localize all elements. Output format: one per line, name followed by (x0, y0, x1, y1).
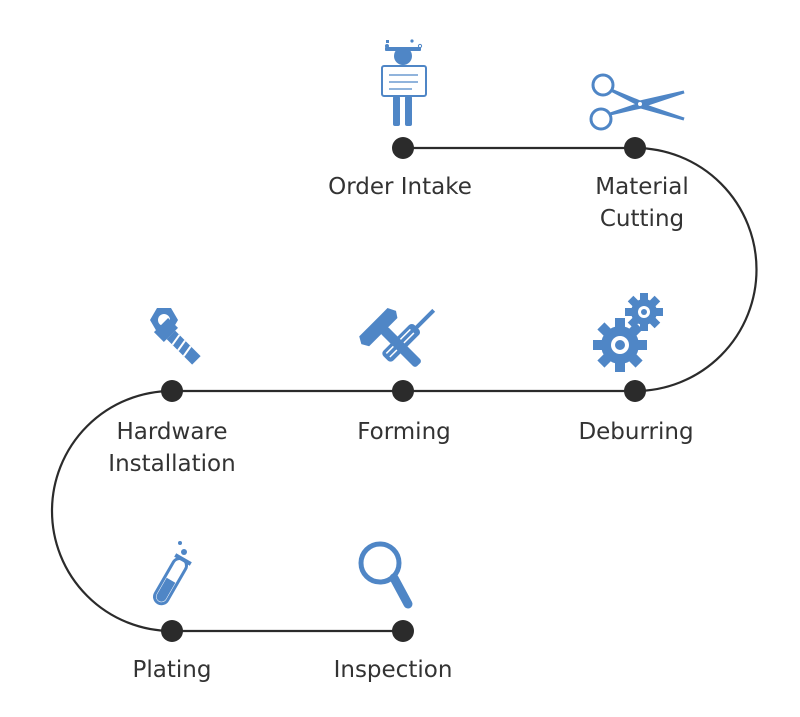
label-hardware-installation-line1: Hardware (116, 419, 227, 445)
node-forming (392, 380, 414, 402)
test-tube-icon (153, 541, 192, 606)
label-order-intake: Order Intake (328, 174, 472, 200)
gears-icon (593, 293, 663, 372)
node-hardware-installation (161, 380, 183, 402)
node-inspection (392, 620, 414, 642)
label-hardware-installation-line2: Installation (108, 451, 235, 477)
node-order-intake (392, 137, 414, 159)
node-deburring (624, 380, 646, 402)
node-material-cutting (624, 137, 646, 159)
label-forming: Forming (357, 419, 451, 445)
node-plating (161, 620, 183, 642)
hammer-screwdriver-icon (359, 308, 436, 367)
engineer-blueprint-icon (381, 39, 427, 126)
label-material-cutting-line1: Material (595, 174, 688, 200)
label-deburring: Deburring (578, 419, 693, 445)
scissors-icon (589, 73, 685, 131)
label-material-cutting-line2: Cutting (600, 206, 684, 232)
label-plating: Plating (133, 657, 212, 683)
magnifier-icon (358, 541, 413, 609)
label-inspection: Inspection (334, 657, 453, 683)
nut-bolt-icon (150, 308, 201, 365)
